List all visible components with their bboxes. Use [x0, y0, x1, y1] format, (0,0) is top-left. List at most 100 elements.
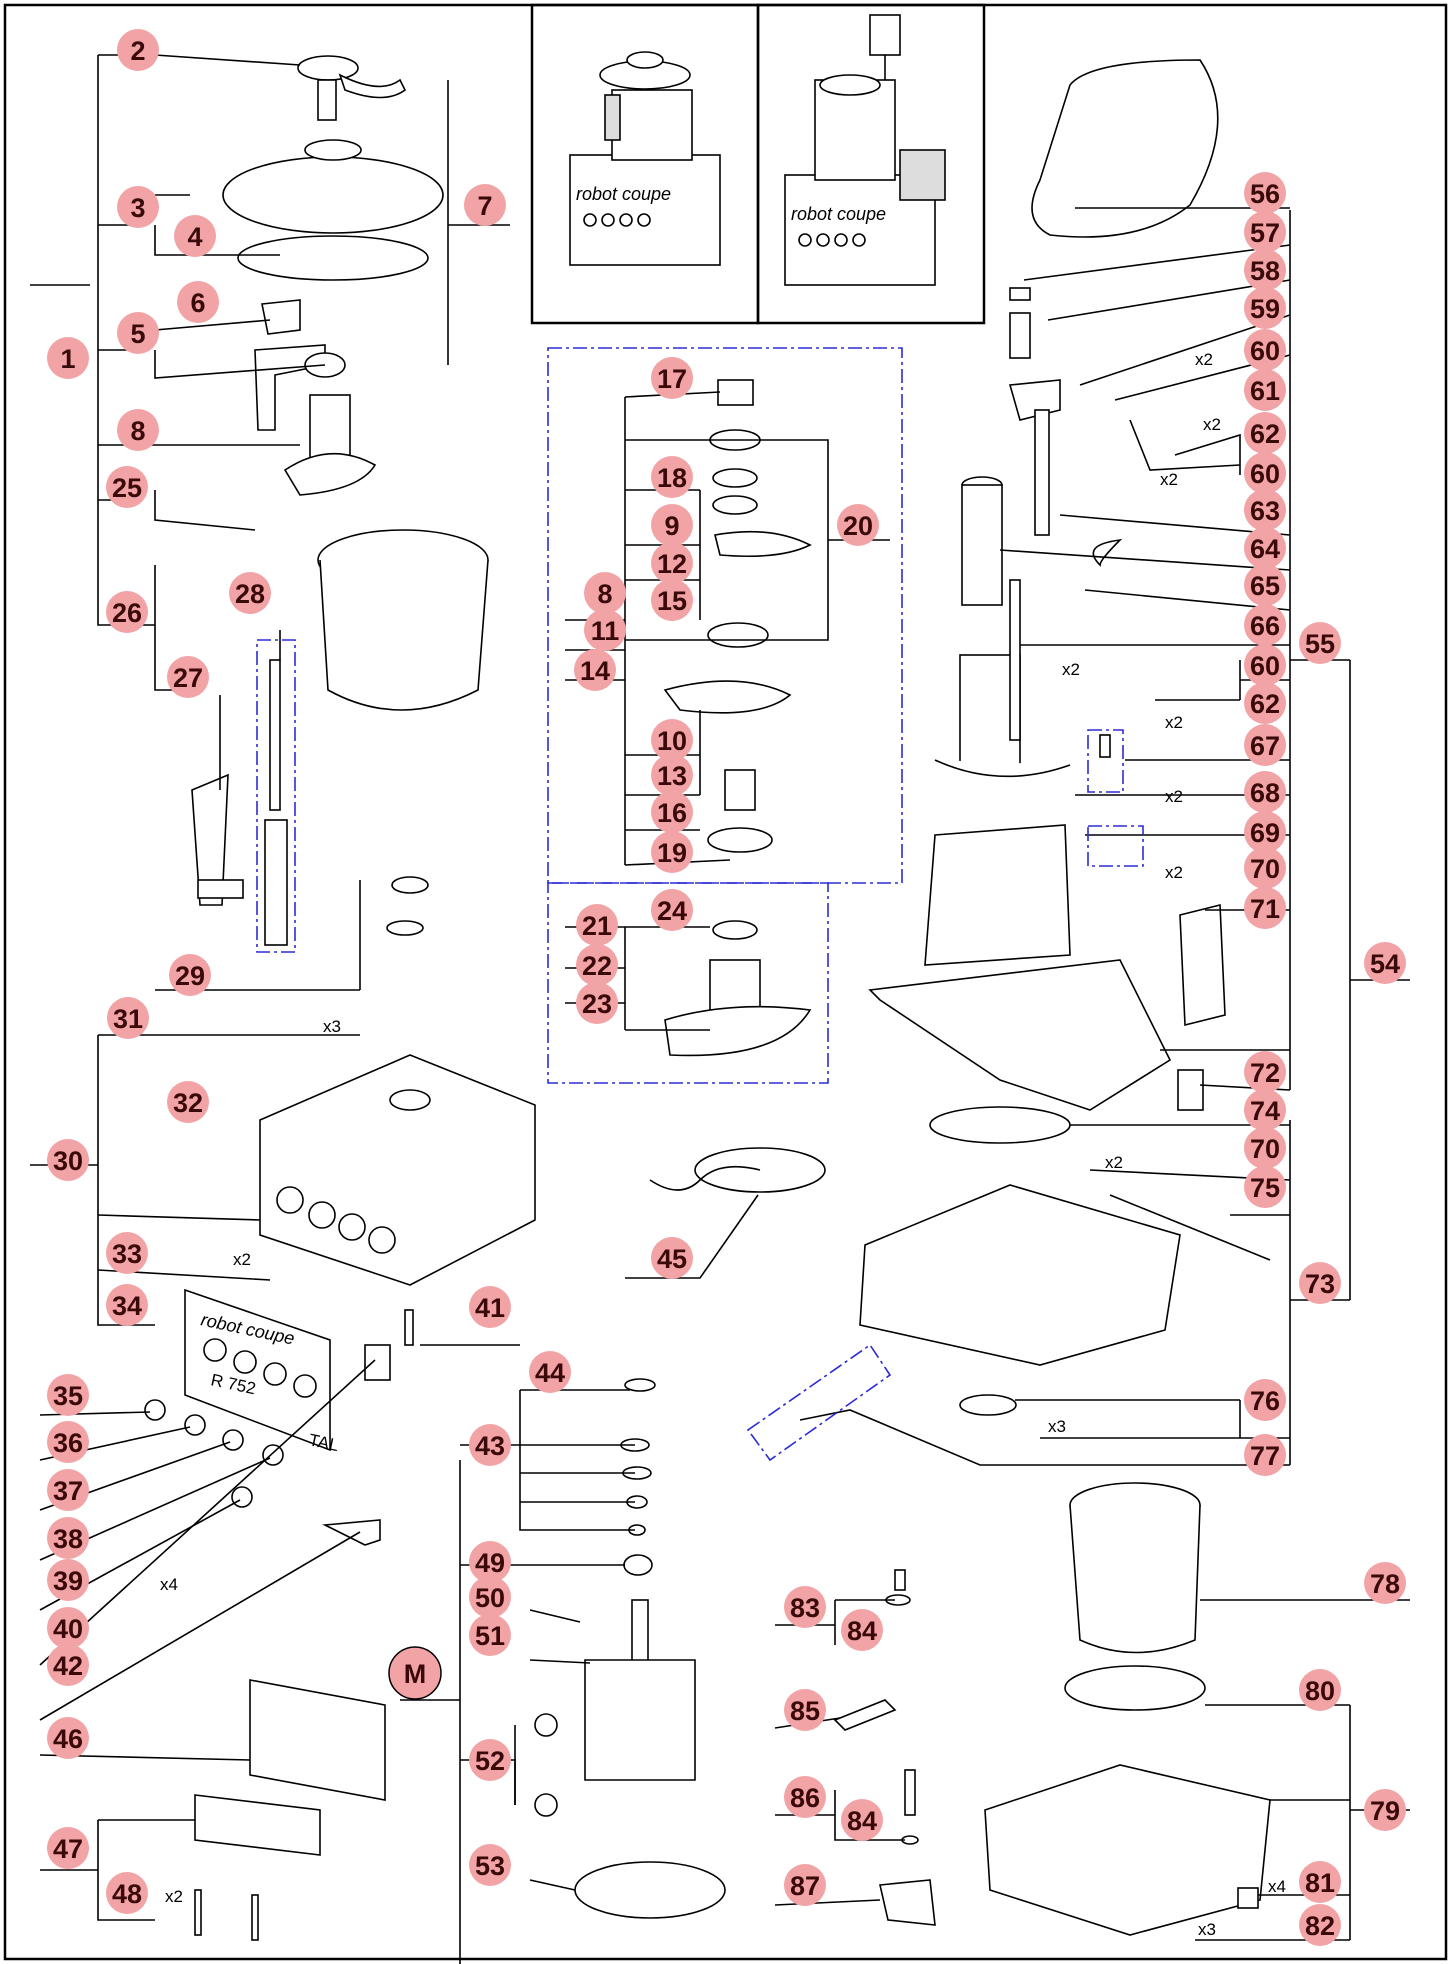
- callout-86: 86: [784, 1776, 826, 1818]
- svg-text:13: 13: [657, 761, 687, 791]
- svg-text:83: 83: [790, 1593, 820, 1623]
- feed-tube-handle-part: [1031, 59, 1219, 238]
- svg-text:79: 79: [1370, 1796, 1400, 1826]
- svg-text:16: 16: [657, 798, 687, 828]
- svg-text:82: 82: [1305, 1911, 1335, 1941]
- qty-60c: x2: [1062, 660, 1080, 679]
- svg-text:37: 37: [53, 1476, 83, 1506]
- interlock-group-box: [746, 1343, 892, 1462]
- callout-81: 81: [1299, 1861, 1341, 1903]
- svg-text:49: 49: [475, 1548, 505, 1578]
- svg-text:40: 40: [53, 1614, 83, 1644]
- svg-text:71: 71: [1250, 894, 1280, 924]
- callout-10: 10: [651, 719, 693, 761]
- blade-cover-box: [547, 882, 829, 1084]
- qty-62b: x2: [1165, 713, 1183, 732]
- callout-13: 13: [651, 754, 693, 796]
- callout-25: 25: [106, 466, 148, 508]
- callout-26: 26: [106, 591, 148, 633]
- svg-text:58: 58: [1250, 256, 1280, 286]
- callout-42: 42: [47, 1644, 89, 1686]
- svg-text:87: 87: [790, 1871, 820, 1901]
- svg-text:15: 15: [657, 586, 687, 616]
- callout-30: 30: [47, 1139, 89, 1181]
- bowl-part: [317, 529, 489, 711]
- svg-text:21: 21: [582, 911, 612, 941]
- qty-68: x2: [1165, 787, 1183, 806]
- clamp-part: [959, 1394, 1017, 1416]
- callout-76: 76: [1244, 1379, 1286, 1421]
- svg-text:85: 85: [790, 1696, 820, 1726]
- callout-38: 38: [47, 1517, 89, 1559]
- disc-part: [929, 1106, 1071, 1144]
- callout-21: 21: [576, 904, 618, 946]
- callout-71: 71: [1244, 887, 1286, 929]
- callout-47: 47: [47, 1827, 89, 1869]
- svg-text:74: 74: [1250, 1096, 1280, 1126]
- callout-24: 24: [651, 889, 693, 931]
- svg-text:33: 33: [112, 1239, 142, 1269]
- callout-84b: 84: [841, 1799, 883, 1841]
- callout-9: 9: [651, 504, 693, 546]
- svg-text:4: 4: [187, 222, 202, 252]
- svg-text:M: M: [404, 1659, 427, 1689]
- callout-41: 41: [469, 1286, 511, 1328]
- callout-62b: 62: [1244, 682, 1286, 724]
- callout-80: 80: [1299, 1669, 1341, 1711]
- qty-70a: x2: [1165, 863, 1183, 882]
- svg-text:36: 36: [53, 1428, 83, 1458]
- svg-text:6: 6: [190, 288, 205, 318]
- svg-text:66: 66: [1250, 611, 1280, 641]
- svg-text:69: 69: [1250, 818, 1280, 848]
- callout-59: 59: [1244, 287, 1286, 329]
- callout-7: 7: [464, 184, 506, 226]
- svg-text:8: 8: [597, 579, 612, 609]
- callout-54: 54: [1364, 942, 1406, 984]
- callout-82: 82: [1299, 1904, 1341, 1946]
- svg-text:76: 76: [1250, 1386, 1280, 1416]
- connector-block-part: [194, 1794, 321, 1941]
- callout-32: 32: [167, 1081, 209, 1123]
- svg-text:2: 2: [130, 36, 145, 66]
- callout-50: 50: [469, 1576, 511, 1618]
- svg-text:70: 70: [1250, 854, 1280, 884]
- callout-motor: M: [388, 1646, 442, 1700]
- qty-60b: x2: [1160, 470, 1178, 489]
- knob-group-box: [1087, 825, 1144, 867]
- callouts: 1 2 3 4 5 6 7 8 25 26 27 28 29 30 31 32 …: [47, 29, 1406, 1946]
- callout-5: 5: [117, 312, 159, 354]
- foot-part: [1237, 1887, 1259, 1909]
- blade-assembly-parts: [663, 379, 812, 1057]
- qty-48: x2: [165, 1887, 183, 1906]
- lid-pusher-part: [297, 55, 407, 121]
- callout-11: 11: [584, 609, 626, 651]
- lid-part: [222, 139, 444, 281]
- callout-39: 39: [47, 1559, 89, 1601]
- qty-39: x4: [160, 1575, 178, 1594]
- svg-text:38: 38: [53, 1524, 83, 1554]
- svg-text:70: 70: [1250, 1134, 1280, 1164]
- svg-text:10: 10: [657, 726, 687, 756]
- svg-text:34: 34: [112, 1291, 142, 1321]
- svg-text:12: 12: [657, 549, 687, 579]
- callout-83: 83: [784, 1586, 826, 1628]
- callout-49: 49: [469, 1541, 511, 1583]
- qty-82: x3: [1198, 1920, 1216, 1939]
- svg-text:26: 26: [112, 598, 142, 628]
- callout-37: 37: [47, 1469, 89, 1511]
- callout-28: 28: [229, 572, 271, 614]
- cutter-pieces: [1092, 538, 1226, 1111]
- callout-60b: 60: [1244, 452, 1286, 494]
- rod-part: [264, 659, 288, 946]
- svg-text:80: 80: [1305, 1676, 1335, 1706]
- svg-text:19: 19: [657, 838, 687, 868]
- callout-22: 22: [576, 944, 618, 986]
- svg-text:47: 47: [53, 1834, 83, 1864]
- callout-2: 2: [117, 29, 159, 71]
- callout-17: 17: [651, 357, 693, 399]
- qty-62a: x2: [1203, 415, 1221, 434]
- callout-4: 4: [174, 215, 216, 257]
- multiplier-labels: x2 x2 x2 x2 x2 x2 x2 x2 x2 x2 x3 x3 x3 x…: [160, 350, 1286, 1939]
- base-part: [859, 1184, 1271, 1366]
- svg-text:24: 24: [657, 896, 687, 926]
